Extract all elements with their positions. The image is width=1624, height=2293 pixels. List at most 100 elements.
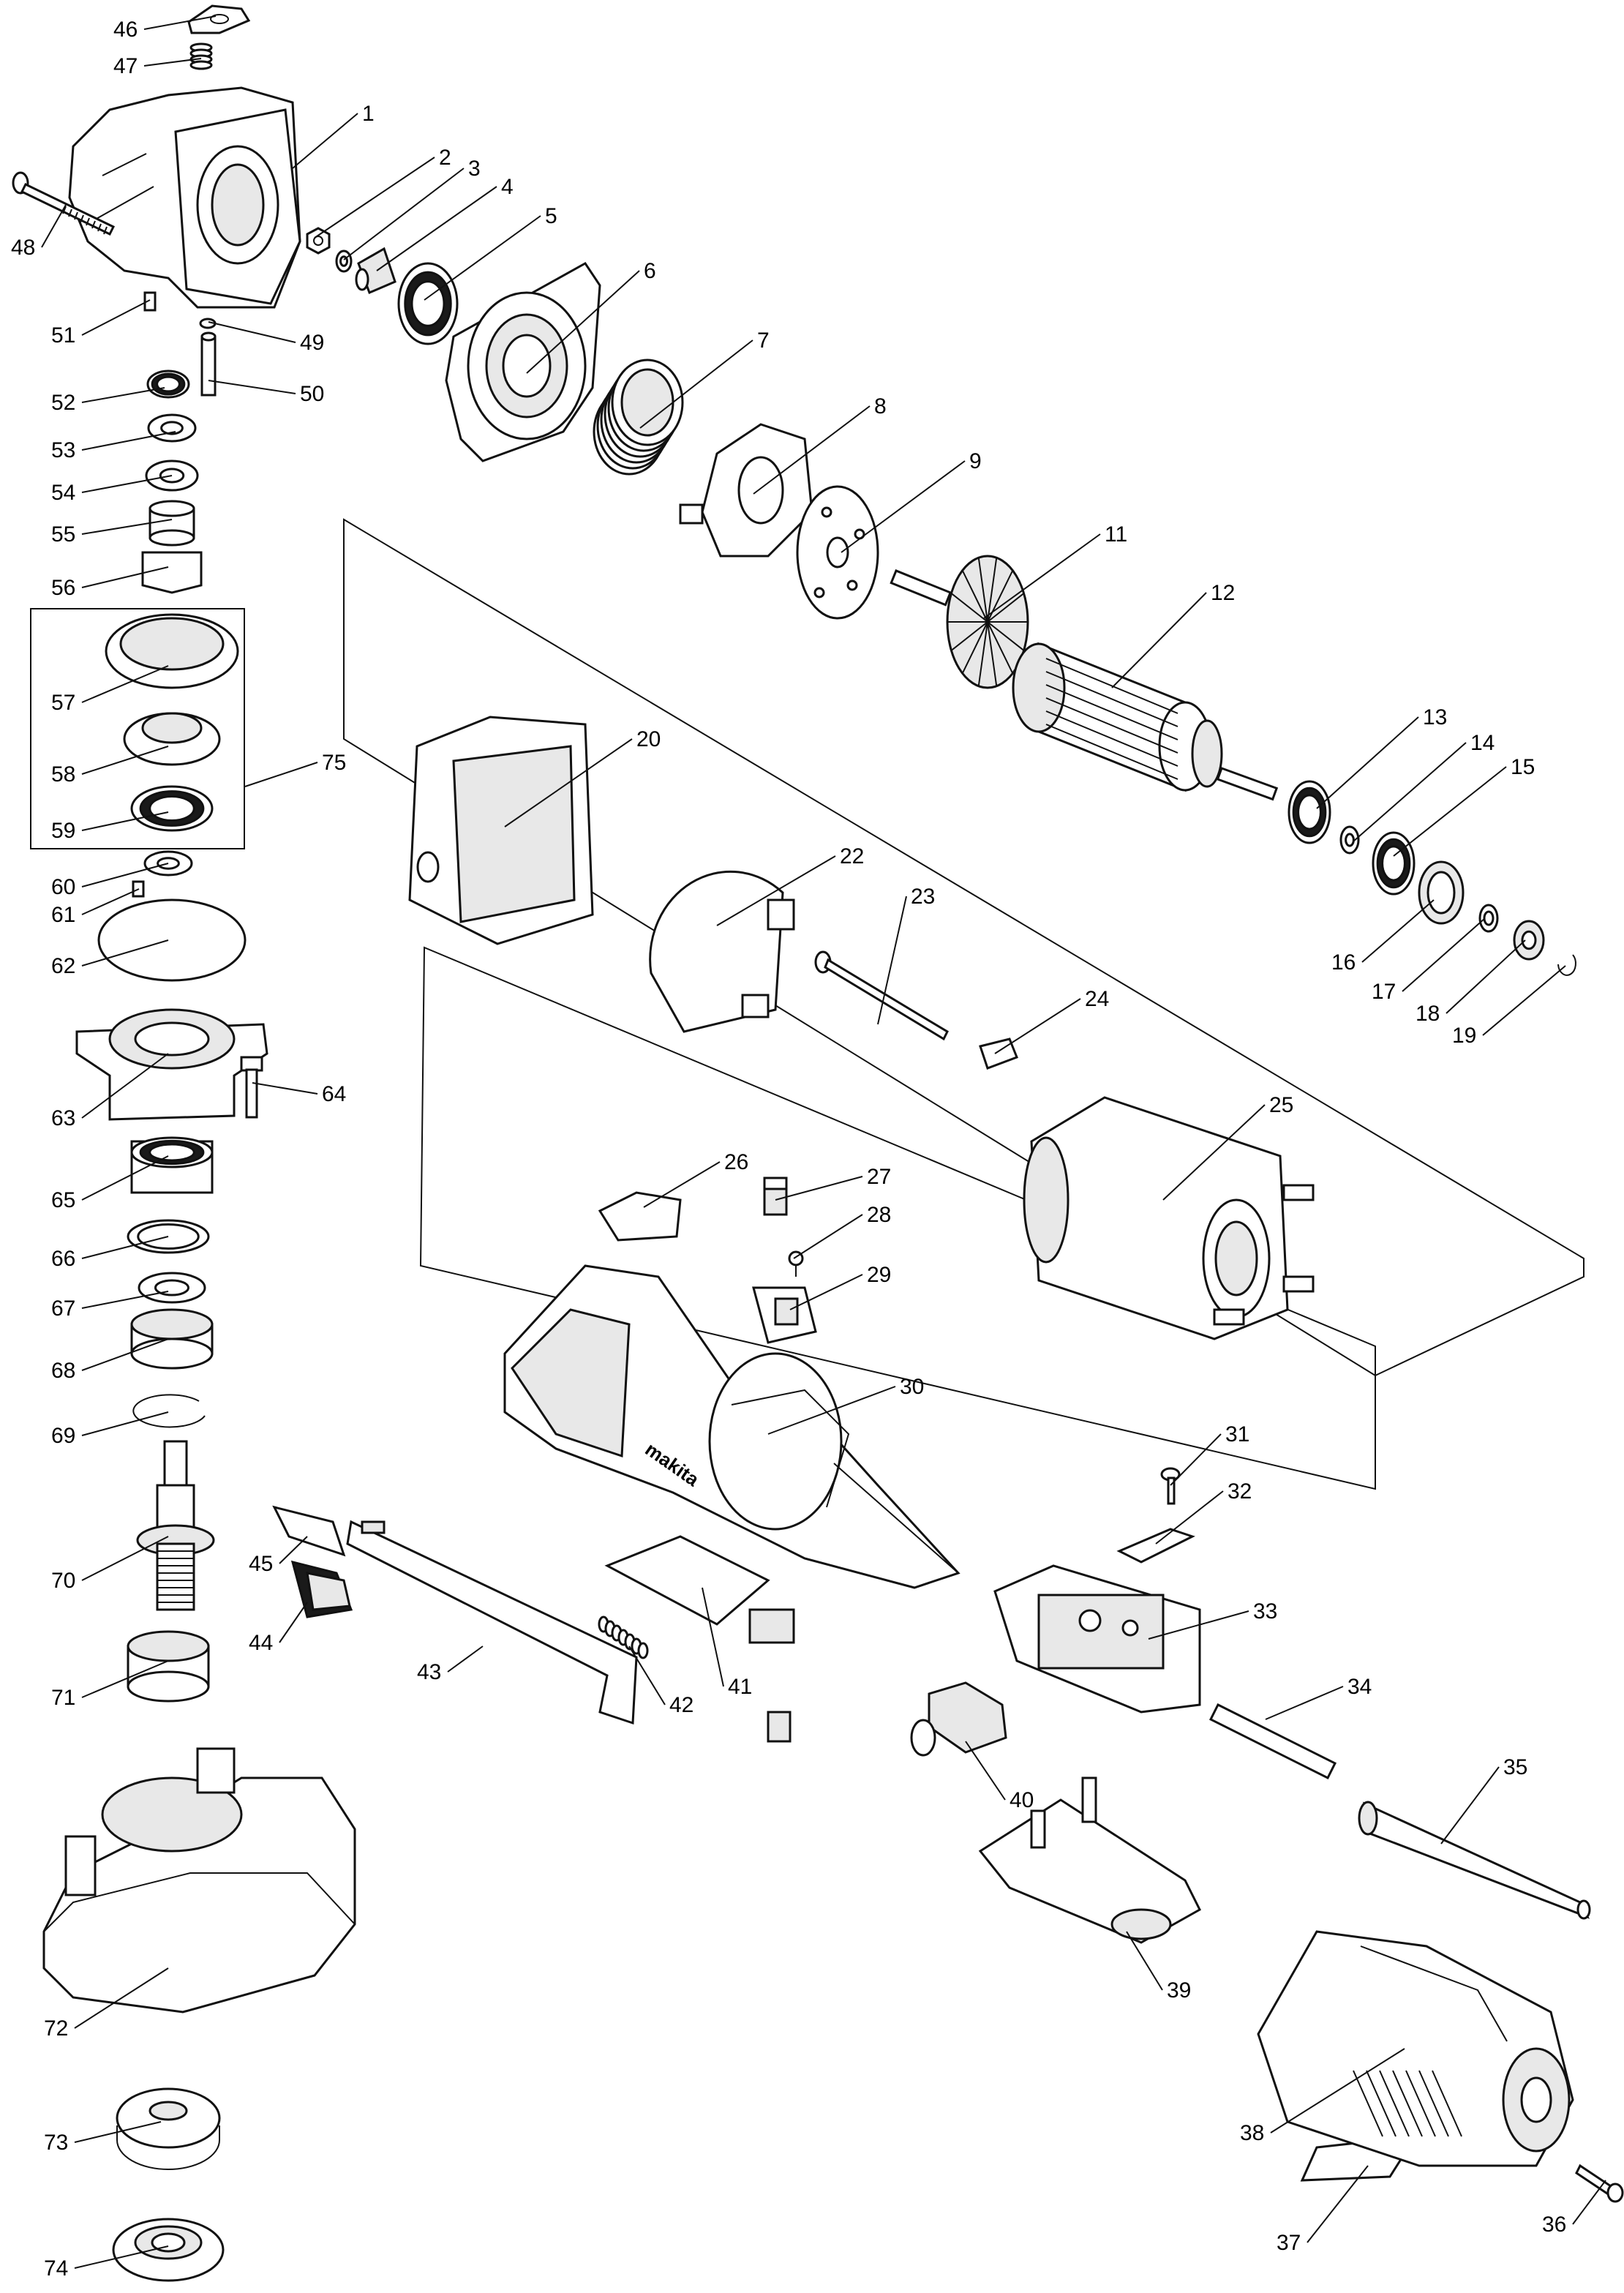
callout-53: 53 bbox=[51, 438, 75, 462]
part-32 bbox=[1116, 1528, 1195, 1564]
part-57 bbox=[105, 613, 239, 689]
callout-24: 24 bbox=[1085, 987, 1109, 1011]
callout-57: 57 bbox=[51, 691, 75, 715]
part-24 bbox=[979, 1037, 1018, 1070]
leader-2 bbox=[314, 157, 435, 239]
callout-20: 20 bbox=[636, 727, 661, 751]
leader-15 bbox=[1393, 766, 1507, 857]
callout-41: 41 bbox=[728, 1675, 752, 1699]
callout-1: 1 bbox=[362, 102, 375, 126]
leader-58 bbox=[81, 746, 169, 775]
part-18 bbox=[1513, 920, 1545, 961]
part-41 bbox=[604, 1535, 795, 1743]
leader-31 bbox=[1170, 1433, 1222, 1486]
part-28 bbox=[788, 1250, 804, 1277]
part-6 bbox=[445, 262, 601, 462]
callout-37: 37 bbox=[1277, 2231, 1301, 2255]
callout-50: 50 bbox=[300, 382, 324, 406]
leader-40 bbox=[965, 1741, 1006, 1801]
callout-8: 8 bbox=[874, 394, 887, 419]
leader-45 bbox=[279, 1536, 308, 1564]
leader-70 bbox=[81, 1536, 169, 1581]
callout-22: 22 bbox=[840, 844, 864, 868]
part-72 bbox=[42, 1747, 356, 2014]
part-3 bbox=[335, 249, 353, 273]
part-48 bbox=[12, 171, 116, 236]
part-22 bbox=[649, 870, 795, 1033]
callout-62: 62 bbox=[51, 954, 75, 978]
part-4 bbox=[355, 247, 396, 294]
part-73 bbox=[116, 2087, 221, 2170]
leader-62 bbox=[81, 939, 169, 967]
leader-69 bbox=[81, 1411, 169, 1436]
callout-36: 36 bbox=[1542, 2213, 1566, 2237]
leader-46 bbox=[143, 15, 217, 30]
part-30 bbox=[503, 1264, 961, 1589]
part-71 bbox=[127, 1630, 210, 1703]
leader-17 bbox=[1402, 917, 1486, 992]
callout-11: 11 bbox=[1105, 522, 1127, 547]
parts-layer bbox=[12, 4, 1624, 2282]
leader-3 bbox=[343, 168, 465, 260]
part-9 bbox=[796, 485, 879, 620]
leader-73 bbox=[74, 2121, 162, 2143]
leader-34 bbox=[1265, 1686, 1344, 1720]
assembly-outline-upper bbox=[343, 518, 1584, 1377]
callout-71: 71 bbox=[51, 1686, 75, 1710]
leader-56 bbox=[81, 566, 169, 588]
part-52 bbox=[146, 369, 190, 399]
callout-19: 19 bbox=[1452, 1024, 1476, 1048]
part-12 bbox=[1012, 642, 1279, 801]
leader-29 bbox=[789, 1274, 863, 1310]
callout-32: 32 bbox=[1228, 1479, 1252, 1504]
leader-57 bbox=[81, 665, 169, 703]
leader-43 bbox=[447, 1645, 484, 1673]
callout-69: 69 bbox=[51, 1424, 75, 1448]
callout-63: 63 bbox=[51, 1106, 75, 1130]
part-63 bbox=[75, 1008, 268, 1121]
leader-9 bbox=[841, 460, 966, 553]
part-70 bbox=[136, 1440, 215, 1611]
part-13 bbox=[1287, 780, 1331, 844]
callout-35: 35 bbox=[1503, 1755, 1527, 1779]
part-51 bbox=[143, 291, 157, 312]
part-29 bbox=[752, 1286, 817, 1344]
callout-25: 25 bbox=[1269, 1093, 1293, 1117]
callout-33: 33 bbox=[1253, 1599, 1277, 1624]
callout-34: 34 bbox=[1347, 1675, 1372, 1699]
callout-75: 75 bbox=[322, 751, 346, 775]
callout-65: 65 bbox=[51, 1188, 75, 1212]
part-11 bbox=[890, 555, 1029, 689]
callout-38: 38 bbox=[1240, 2121, 1264, 2145]
callout-4: 4 bbox=[501, 175, 514, 199]
leader-44 bbox=[279, 1602, 308, 1643]
part-64 bbox=[240, 1056, 263, 1119]
callout-66: 66 bbox=[51, 1247, 75, 1271]
part-5 bbox=[397, 262, 459, 345]
callout-70: 70 bbox=[51, 1569, 75, 1593]
leader-6 bbox=[526, 270, 640, 374]
callout-28: 28 bbox=[867, 1203, 891, 1227]
leader-39 bbox=[1126, 1931, 1163, 1991]
part-27 bbox=[763, 1176, 788, 1216]
leader-52 bbox=[81, 387, 165, 403]
leader-53 bbox=[81, 431, 176, 451]
leader-71 bbox=[81, 1660, 169, 1698]
callout-56: 56 bbox=[51, 576, 75, 600]
callout-30: 30 bbox=[900, 1375, 924, 1399]
callout-27: 27 bbox=[867, 1165, 891, 1189]
leader-38 bbox=[1270, 2048, 1405, 2133]
leader-51 bbox=[81, 299, 151, 336]
part-44 bbox=[290, 1560, 353, 1618]
leader-41 bbox=[702, 1587, 724, 1687]
part-7 bbox=[593, 359, 684, 476]
callout-43: 43 bbox=[417, 1660, 441, 1684]
callout-18: 18 bbox=[1416, 1002, 1440, 1026]
part-67 bbox=[138, 1272, 206, 1304]
callout-45: 45 bbox=[249, 1552, 273, 1576]
part-42 bbox=[598, 1615, 649, 1659]
leader-59 bbox=[81, 811, 169, 831]
part-40 bbox=[910, 1681, 1007, 1757]
callout-39: 39 bbox=[1167, 1978, 1191, 2003]
